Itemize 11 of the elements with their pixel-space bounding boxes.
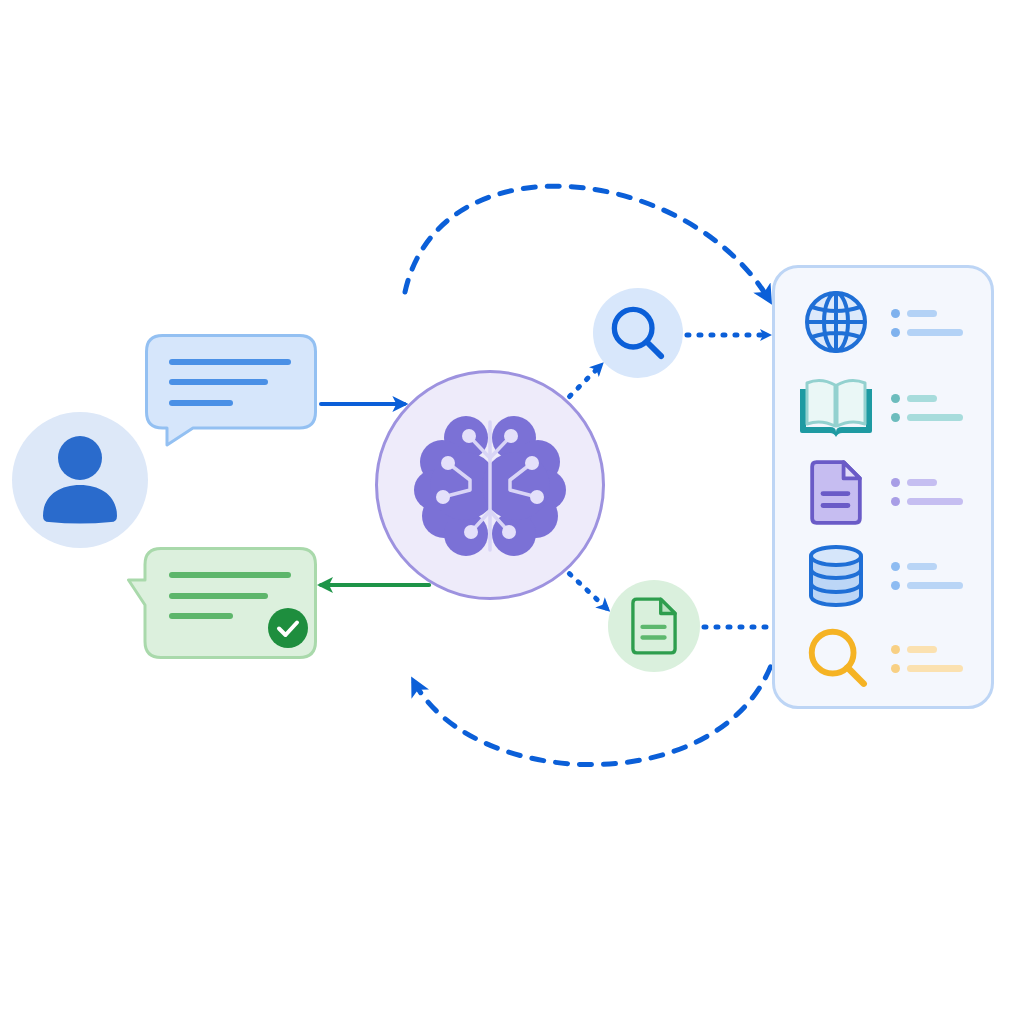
dotted-line [701, 624, 771, 630]
speech-bubble [127, 547, 317, 659]
dashed-arrow [402, 184, 773, 305]
dotted-arrow [566, 571, 611, 612]
arrow [319, 396, 409, 412]
dotted-arrow [567, 362, 604, 399]
dotted-arrow [684, 329, 772, 341]
arrow [317, 577, 432, 593]
side-panel [772, 265, 994, 709]
dashed-arrow [410, 664, 773, 768]
speech-bubble [145, 334, 317, 447]
